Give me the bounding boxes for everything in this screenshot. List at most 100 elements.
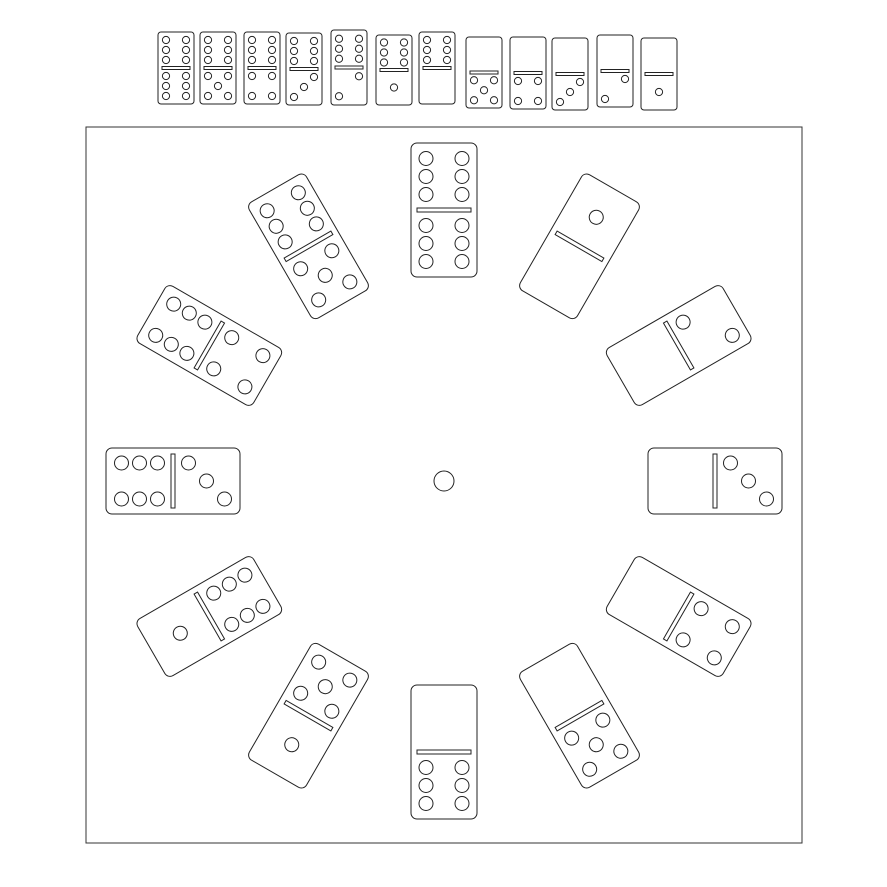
pip (706, 650, 722, 666)
tile-divider (289, 67, 319, 71)
pip (197, 314, 213, 330)
tile-divider (513, 71, 543, 75)
pip (311, 292, 327, 308)
pip (389, 83, 399, 92)
hand-tile[interactable] (551, 37, 589, 111)
pip (132, 455, 147, 471)
pip (267, 91, 277, 101)
hand-tile[interactable] (418, 31, 456, 105)
pip (289, 56, 299, 66)
hand-tile[interactable] (330, 29, 368, 106)
pip (418, 760, 434, 775)
pip (600, 94, 610, 104)
pip (724, 327, 740, 343)
pip (199, 473, 214, 489)
pip (513, 96, 523, 106)
pip (379, 58, 389, 67)
pip (354, 72, 364, 81)
pip (267, 71, 277, 81)
hand-tile[interactable] (375, 34, 413, 106)
hand-tile[interactable] (640, 37, 678, 111)
pip (311, 654, 327, 670)
pip (533, 96, 543, 106)
pip (299, 82, 309, 92)
pip (203, 91, 213, 101)
pip (479, 86, 489, 95)
pip (418, 151, 434, 166)
pip (150, 491, 165, 507)
hand-tile[interactable] (285, 32, 323, 106)
pip (309, 46, 319, 56)
pip (161, 91, 171, 101)
pip (172, 625, 188, 641)
pip (181, 45, 191, 55)
pip (418, 778, 434, 793)
board-tile (647, 447, 783, 515)
center-hub-icon (433, 470, 455, 492)
pip (454, 236, 470, 251)
pip (223, 71, 233, 81)
hand-tile[interactable] (243, 31, 281, 105)
pip (181, 35, 191, 45)
pip (454, 218, 470, 233)
pip (454, 254, 470, 269)
board-tile (136, 556, 283, 677)
hand-tile[interactable] (596, 34, 634, 108)
pip (293, 685, 309, 701)
pip (675, 632, 691, 648)
hand-tile[interactable] (465, 36, 503, 109)
tile-divider (422, 66, 452, 70)
tile-divider (334, 65, 364, 70)
pip (247, 91, 257, 101)
board-tile (248, 173, 369, 320)
pip (268, 218, 284, 234)
pip (161, 35, 171, 45)
pip (203, 45, 213, 55)
pip (422, 45, 432, 55)
pip (289, 46, 299, 56)
board-tile (410, 142, 478, 278)
pip (399, 58, 409, 67)
pip (161, 71, 171, 81)
pip (289, 36, 299, 46)
pip (203, 71, 213, 81)
pip (161, 55, 171, 65)
pip (555, 97, 565, 107)
pip (442, 55, 452, 65)
pip (217, 491, 232, 507)
pip (237, 379, 253, 395)
pip (255, 348, 271, 364)
pip (309, 56, 319, 66)
pip (203, 35, 213, 45)
pip (354, 54, 364, 63)
pip (223, 55, 233, 65)
pip (213, 81, 223, 91)
pip (181, 91, 191, 101)
pip (267, 45, 277, 55)
hand-tile[interactable] (157, 31, 195, 105)
pip (454, 187, 470, 202)
tile-divider (712, 453, 718, 509)
pip (582, 761, 598, 777)
pip (206, 361, 222, 377)
pip (223, 45, 233, 55)
player-hand (157, 29, 678, 111)
pip (354, 44, 364, 53)
pip (334, 44, 344, 53)
pip (454, 778, 470, 793)
tile-divider (644, 72, 674, 76)
pip (759, 491, 774, 507)
pip (418, 218, 434, 233)
pip (317, 679, 333, 695)
pip (203, 55, 213, 65)
pip (181, 81, 191, 91)
hand-tile[interactable] (199, 31, 237, 105)
pip (613, 743, 629, 759)
pip (588, 209, 604, 225)
pip (469, 76, 479, 85)
tile-divider (600, 69, 630, 73)
pip (422, 35, 432, 45)
hand-tile[interactable] (509, 36, 547, 110)
pip (181, 305, 197, 321)
pip (267, 55, 277, 65)
